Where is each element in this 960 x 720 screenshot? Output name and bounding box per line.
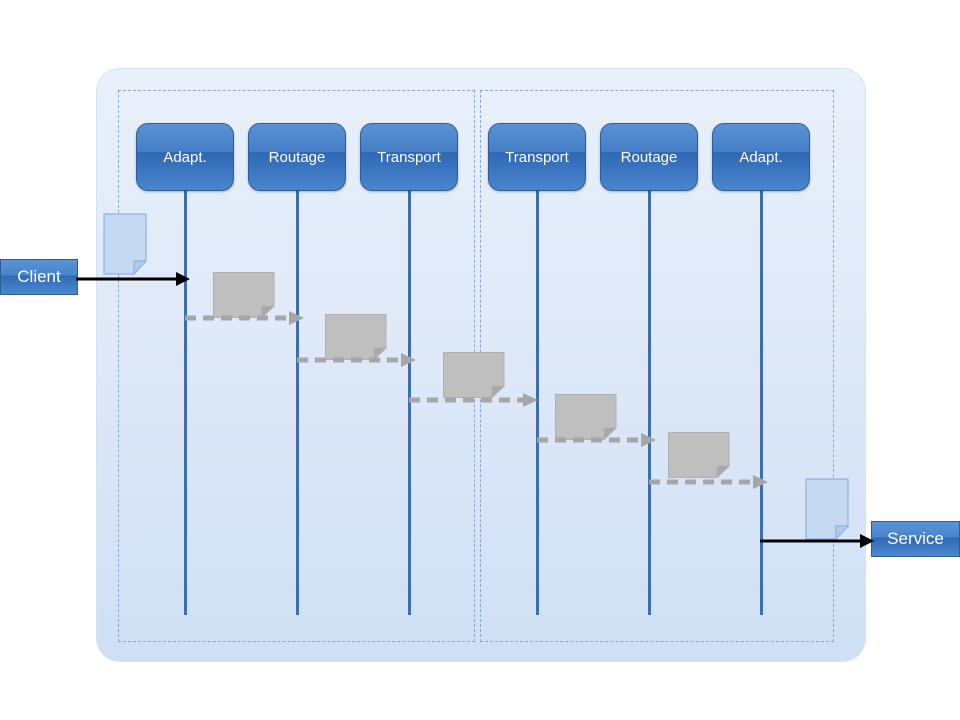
document-client-adapt bbox=[213, 272, 275, 318]
layer-label: Transport bbox=[377, 148, 441, 166]
document-client-in bbox=[103, 213, 147, 275]
arrow-routage-to-adapt bbox=[649, 474, 769, 490]
layer-label: Adapt. bbox=[163, 148, 207, 166]
layer-box-service-routage[interactable]: Routage bbox=[600, 123, 698, 191]
layer-box-client-adapt[interactable]: Adapt. bbox=[136, 123, 234, 191]
endpoint-service-label: Service bbox=[887, 529, 944, 548]
endpoint-client-label: Client bbox=[17, 267, 61, 286]
document-service-transport bbox=[555, 394, 617, 440]
arrow-adapt-to-service bbox=[760, 532, 875, 550]
lifeline-service-routage bbox=[648, 190, 651, 615]
lifeline-client-adapt bbox=[184, 190, 187, 615]
arrow-routage-to-transport bbox=[297, 352, 417, 368]
layer-label: Adapt. bbox=[739, 148, 783, 166]
arrow-transport-to-routage bbox=[537, 432, 657, 448]
arrow-transport-to-transport bbox=[409, 392, 539, 408]
layer-label: Routage bbox=[620, 148, 678, 166]
document-client-transport bbox=[443, 352, 505, 398]
lifeline-service-adapt bbox=[760, 190, 763, 615]
layer-box-client-routage[interactable]: Routage bbox=[248, 123, 346, 191]
layer-box-service-adapt[interactable]: Adapt. bbox=[712, 123, 810, 191]
lifeline-service-transport bbox=[536, 190, 539, 615]
layer-label: Transport bbox=[505, 148, 569, 166]
endpoint-client[interactable]: Client bbox=[0, 259, 78, 295]
layer-box-service-transport[interactable]: Transport bbox=[488, 123, 586, 191]
document-service-out bbox=[805, 478, 849, 540]
layer-box-client-transport[interactable]: Transport bbox=[360, 123, 458, 191]
lifeline-client-routage bbox=[296, 190, 299, 615]
arrow-adapt-to-routage bbox=[185, 310, 305, 326]
endpoint-service[interactable]: Service bbox=[871, 521, 960, 557]
document-client-routage bbox=[325, 314, 387, 360]
document-service-routage bbox=[668, 432, 730, 478]
layer-label: Routage bbox=[268, 148, 326, 166]
arrow-client-to-adapt bbox=[76, 270, 191, 288]
